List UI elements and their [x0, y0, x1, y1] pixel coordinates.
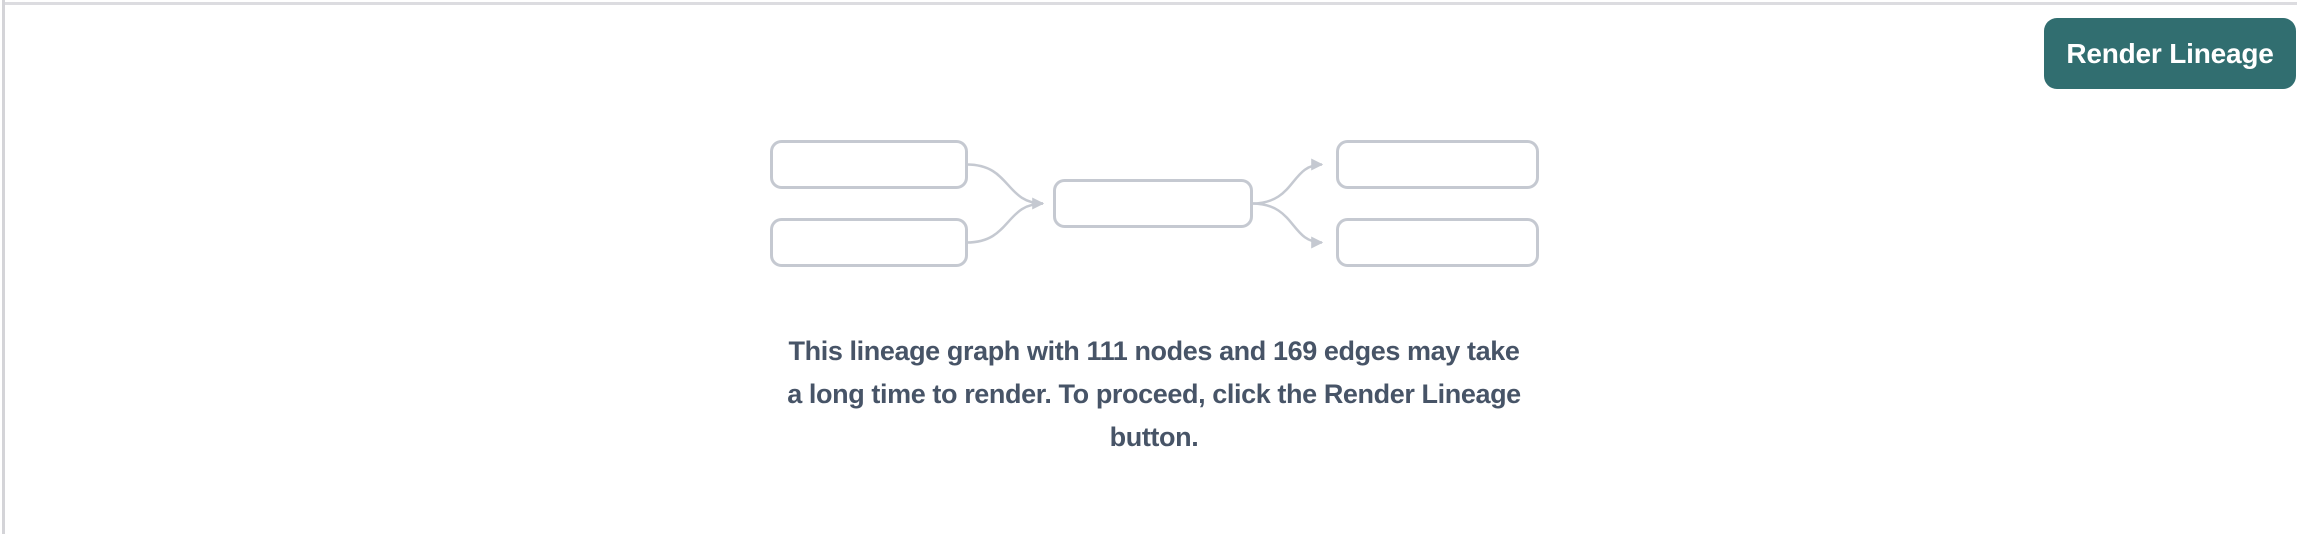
lineage-graph-placeholder-icon	[770, 140, 1539, 267]
placeholder-node-upstream-top	[770, 140, 968, 189]
panel-top-border	[5, 2, 2297, 5]
placeholder-node-upstream-bottom	[770, 218, 968, 267]
placeholder-node-center	[1053, 179, 1253, 228]
message-line-2: a long time to render. To proceed, click…	[787, 379, 1521, 409]
lineage-warning-message: This lineage graph with 111 nodes and 16…	[787, 330, 1521, 459]
panel-left-divider	[2, 0, 5, 534]
placeholder-node-downstream-top	[1336, 140, 1539, 189]
placeholder-node-downstream-bottom	[1336, 218, 1539, 267]
message-line-3: button.	[1109, 422, 1199, 452]
message-line-1: This lineage graph with 111 nodes and 16…	[788, 336, 1520, 366]
lineage-empty-state: This lineage graph with 111 nodes and 16…	[759, 133, 1549, 459]
render-lineage-button[interactable]: Render Lineage	[2044, 18, 2296, 89]
